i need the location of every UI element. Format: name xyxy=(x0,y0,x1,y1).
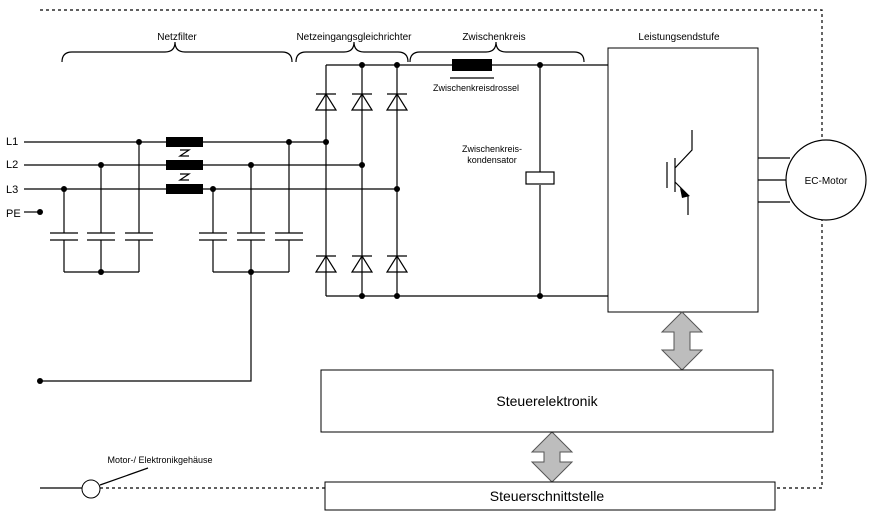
node-r1 xyxy=(359,62,365,68)
node-c1 xyxy=(537,62,543,68)
filter-caps-right xyxy=(199,142,303,273)
node-r2 xyxy=(394,62,400,68)
control-interface-box xyxy=(324,481,776,511)
label-l3: L3 xyxy=(6,184,18,196)
choke-l1 xyxy=(166,137,203,147)
dc-link-choke xyxy=(452,59,492,71)
node-f1 xyxy=(61,186,67,192)
label-l2: L2 xyxy=(6,159,18,171)
label-l1: L1 xyxy=(6,136,18,148)
brace-netzfilter xyxy=(61,41,293,63)
label-netzfilter: Netzfilter xyxy=(157,32,197,43)
motor-wires xyxy=(758,157,790,203)
wire-earth xyxy=(40,272,252,382)
label-steuerelektronik: Steuerelektronik xyxy=(496,393,598,409)
node-f4 xyxy=(98,269,104,275)
node-r5 xyxy=(394,186,400,192)
housing-outline xyxy=(40,9,823,489)
arrow-control-interface xyxy=(530,431,574,483)
label-steuerschnittstelle: Steuerschnittstelle xyxy=(490,488,605,504)
node-earth xyxy=(37,378,43,384)
motor-circle xyxy=(785,139,867,221)
arrow-power-control xyxy=(660,311,704,371)
node-pe xyxy=(37,209,43,215)
housing-pointer xyxy=(99,467,149,486)
label-motor: EC-Motor xyxy=(805,176,848,187)
node-f7 xyxy=(286,139,292,145)
label-kondensator-2: kondensator xyxy=(467,155,517,165)
rectifier-diodes xyxy=(314,92,409,273)
label-drossel: Zwischenkreisdrossel xyxy=(433,83,519,93)
label-kondensator-1: Zwischenkreis- xyxy=(462,144,522,154)
label-pe: PE xyxy=(6,208,21,220)
brace-gleichrichter xyxy=(295,41,409,63)
label-gehaeuse: Motor-/ Elektronikgehäuse xyxy=(107,455,212,465)
choke-l2 xyxy=(166,160,203,170)
choke-l3 xyxy=(166,184,203,194)
label-zwischenkreis: Zwischenkreis xyxy=(462,32,525,43)
node-r7 xyxy=(394,293,400,299)
node-r3 xyxy=(323,139,329,145)
control-electronics-box xyxy=(320,369,774,433)
node-f2 xyxy=(98,162,104,168)
housing-terminal xyxy=(81,479,101,499)
node-c2 xyxy=(537,293,543,299)
power-stage-box xyxy=(607,47,759,313)
brace-zwischenkreis xyxy=(409,41,585,63)
node-f6 xyxy=(248,162,254,168)
node-f3 xyxy=(136,139,142,145)
node-r6 xyxy=(359,293,365,299)
node-f5 xyxy=(210,186,216,192)
capacitor-body xyxy=(525,171,555,185)
label-gleichrichter: Netzeingangsgleichrichter xyxy=(296,32,412,43)
filter-caps-left xyxy=(50,142,153,273)
igbt-icon xyxy=(666,130,693,215)
rectifier-bus xyxy=(325,64,608,297)
choke-coupling xyxy=(178,149,191,181)
node-r4 xyxy=(359,162,365,168)
label-leistungsendstufe: Leistungsendstufe xyxy=(638,32,720,43)
